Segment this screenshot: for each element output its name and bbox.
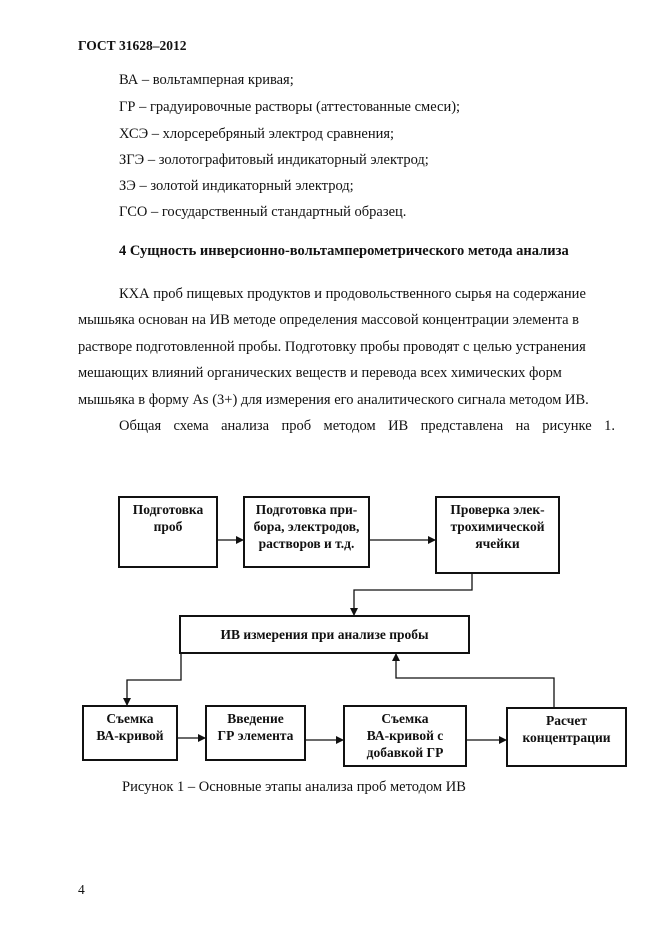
box-cell-check-line2: трохимической: [450, 519, 545, 534]
box-device-prep-line2: бора, электродов,: [253, 519, 360, 534]
box-gr-intro-line1: Введение: [227, 711, 284, 726]
abbreviation-zge: ЗГЭ – золотографитовый индикаторный элек…: [119, 152, 429, 168]
box-cell-check-line1: Проверка элек-: [450, 502, 545, 517]
abbreviation-ze: ЗЭ – золотой индикаторный электрод;: [119, 178, 354, 194]
box-iv-measure-label: ИВ измерения при анализе пробы: [220, 627, 429, 642]
box-va-curve-gr: Съемка ВА-кривой с добавкой ГР: [343, 705, 467, 767]
abbreviation-va: ВА – вольтамперная кривая;: [119, 72, 294, 88]
box-va-curve-gr-line2: ВА-кривой с: [366, 728, 444, 743]
box-calc-line2: концентрации: [522, 730, 611, 745]
body-text: КХА проб пищевых продуктов и продовольст…: [78, 281, 615, 439]
box-sample-prep: Подготовка проб: [118, 496, 218, 568]
box-sample-prep-line2: проб: [153, 519, 183, 534]
abbreviation-hse: ХСЭ – хлорсеребряный электрод сравнения;: [119, 126, 395, 142]
box-va-curve-line1: Съемка: [106, 711, 154, 726]
box-device-prep-line1: Подготовка при-: [255, 502, 358, 517]
paragraph-method: КХА проб пищевых продуктов и продовольст…: [78, 286, 589, 408]
box-va-curve-gr-line1: Съемка: [381, 711, 429, 726]
box-cell-check: Проверка элек- трохимической ячейки: [435, 496, 560, 574]
document-header: ГОСТ 31628–2012: [78, 38, 187, 53]
box-iv-measure: ИВ измерения при анализе пробы: [179, 615, 470, 654]
figure-caption: Рисунок 1 – Основные этапы анализа проб …: [122, 779, 466, 795]
paragraph-scheme: Общая схема анализа проб методом ИВ пред…: [119, 418, 615, 435]
box-gr-intro: Введение ГР элемента: [205, 705, 306, 761]
box-device-prep: Подготовка при- бора, электродов, раство…: [243, 496, 370, 568]
box-calc: Расчет концентрации: [506, 707, 627, 767]
abbreviation-gr: ГР – градуировочные растворы (аттестован…: [119, 99, 461, 115]
box-va-curve-line2: ВА-кривой: [96, 728, 164, 743]
section-heading: 4 Сущность инверсионно-вольтамперометрич…: [119, 243, 569, 259]
box-va-curve: Съемка ВА-кривой: [82, 705, 178, 761]
box-gr-intro-line2: ГР элемента: [217, 728, 294, 743]
box-va-curve-gr-line3: добавкой ГР: [366, 745, 444, 760]
arrow-cell-to-iv: [350, 574, 473, 616]
arrow-iv-to-va: [123, 652, 182, 706]
box-device-prep-line3: растворов и т.д.: [258, 536, 355, 551]
abbreviation-gso: ГСО – государственный стандартный образе…: [119, 204, 407, 220]
arrow-calc-to-iv: [392, 653, 555, 707]
page-number: 4: [78, 882, 85, 897]
box-sample-prep-line1: Подготовка: [132, 502, 204, 517]
box-calc-line1: Расчет: [546, 713, 587, 728]
box-cell-check-line3: ячейки: [475, 536, 520, 551]
